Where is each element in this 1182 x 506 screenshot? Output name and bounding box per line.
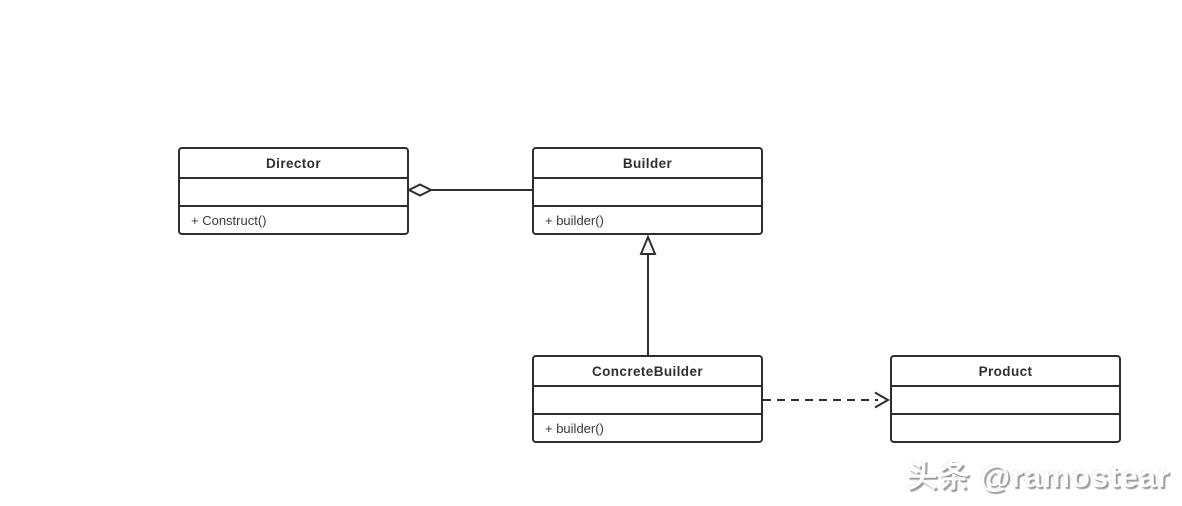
class-methods: + builder() bbox=[534, 205, 761, 233]
class-title: ConcreteBuilder bbox=[591, 363, 704, 379]
class-title: Product bbox=[978, 363, 1033, 379]
aggregation-connector bbox=[406, 183, 532, 197]
class-box-product: Product bbox=[890, 355, 1121, 443]
class-methods bbox=[892, 413, 1119, 441]
class-attributes bbox=[180, 177, 407, 205]
generalization-connector bbox=[639, 234, 657, 355]
class-title: Builder bbox=[622, 155, 673, 171]
dependency-arrowhead-icon bbox=[874, 391, 891, 409]
class-attributes bbox=[892, 385, 1119, 413]
class-methods: + builder() bbox=[534, 413, 761, 441]
class-title: Director bbox=[266, 155, 321, 171]
class-attributes bbox=[534, 177, 761, 205]
class-methods: + Construct() bbox=[180, 205, 407, 233]
class-box-builder: Builder + builder() bbox=[532, 147, 763, 235]
class-box-director: Director + Construct() bbox=[178, 147, 409, 235]
class-box-concretebuilder: ConcreteBuilder + builder() bbox=[532, 355, 763, 443]
class-attributes bbox=[534, 385, 761, 413]
watermark-text: 头条 @ramostear bbox=[906, 459, 1170, 494]
aggregation-diamond-icon bbox=[406, 183, 434, 197]
generalization-triangle-icon bbox=[639, 234, 657, 255]
dependency-connector bbox=[763, 391, 891, 409]
